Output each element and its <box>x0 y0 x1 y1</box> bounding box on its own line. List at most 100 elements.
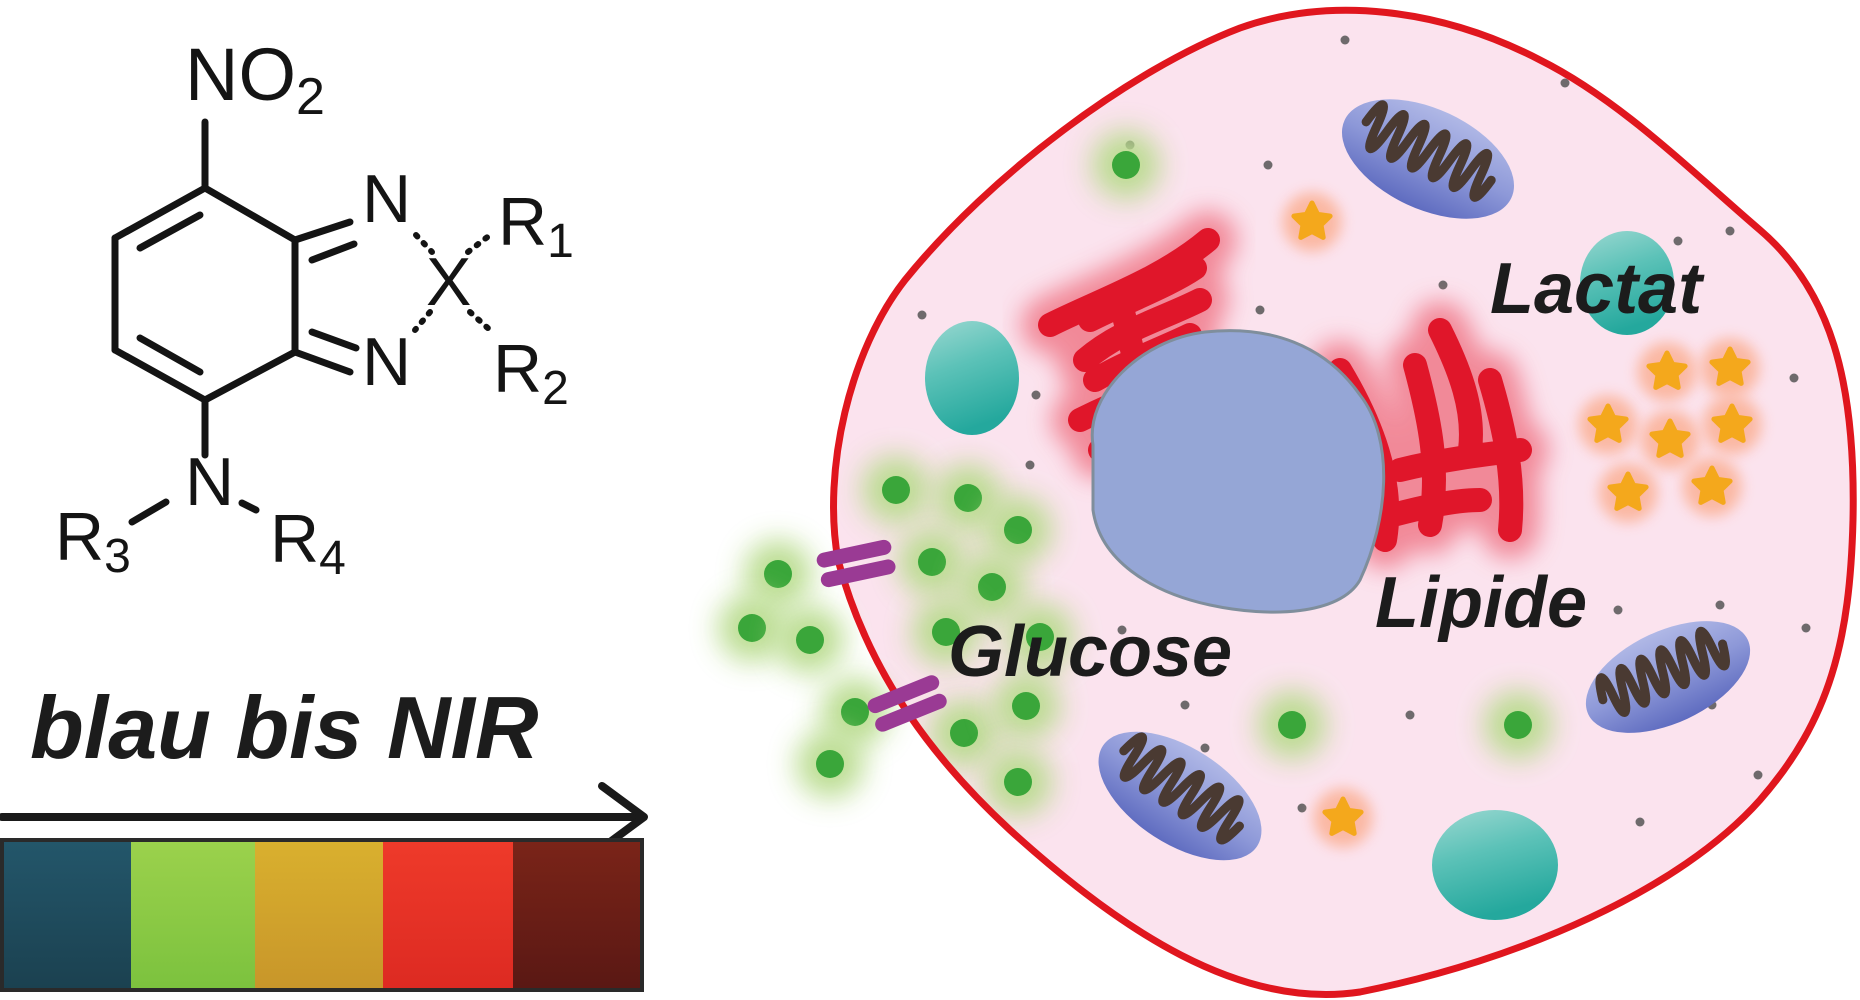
lactate-star <box>1709 346 1751 386</box>
glucose-molecule <box>898 528 966 596</box>
dotted-bond <box>467 309 493 333</box>
glucose-dot <box>796 626 824 654</box>
glucose-dot <box>978 573 1006 601</box>
lactate-molecule <box>1313 788 1373 848</box>
ring-nitrogen-bottom: N <box>362 324 411 400</box>
r3-label: R3 <box>55 499 131 583</box>
lactate-star <box>1646 350 1688 390</box>
cytoplasm-granule <box>1031 390 1041 400</box>
bond <box>238 499 260 514</box>
cytoplasm-granule <box>939 805 949 815</box>
lactate-molecule <box>1598 463 1658 523</box>
cell-membrane <box>830 6 1857 999</box>
lactate-molecule <box>1640 410 1700 470</box>
lactate-star <box>1649 418 1691 458</box>
nbd-fluorophore-structure <box>111 118 493 526</box>
mitochondrion-top <box>1341 99 1515 219</box>
double-bond <box>308 328 360 352</box>
glucose-dot <box>764 560 792 588</box>
glucose-molecule <box>930 699 998 767</box>
lactate-molecule <box>1282 192 1342 252</box>
cytoplasm-granule <box>1560 78 1570 88</box>
glucose-transporter <box>867 675 947 732</box>
lactate-star <box>1711 403 1753 443</box>
nitro-group-label: NO2 <box>185 33 325 126</box>
double-bond-inner <box>136 334 204 376</box>
spectrum-range-label: blau bis NIR <box>30 678 539 777</box>
right-arrow-icon <box>0 782 648 852</box>
glucose-dot <box>816 750 844 778</box>
vesicle <box>925 321 1019 435</box>
lactate-label: Lactat <box>1490 249 1705 329</box>
cytoplasm-granule <box>1789 373 1799 383</box>
cytoplasm-granule <box>1263 160 1273 170</box>
double-bond <box>291 348 354 376</box>
glucose-molecule <box>796 730 864 798</box>
glucose-dot <box>1004 516 1032 544</box>
double-bond <box>308 240 358 264</box>
glucose-molecule <box>934 464 1002 532</box>
double-bond-inner <box>136 211 204 252</box>
lactate-star <box>1691 465 1733 505</box>
glucose-dot <box>882 476 910 504</box>
amine-nitrogen: N <box>185 444 234 520</box>
cytoplasm-granule <box>1753 770 1763 780</box>
cytoplasm-granule <box>1801 623 1811 633</box>
r4-label: R4 <box>270 501 346 585</box>
color-swatch-2 <box>131 842 255 988</box>
cell-illustration: Glucose Lipide Lactat <box>718 6 1857 999</box>
glucose-dot <box>1504 711 1532 739</box>
transporter-subunit <box>875 693 947 732</box>
transporter-subunit <box>867 675 940 714</box>
lipids-label: Lipide <box>1375 563 1587 643</box>
lactate-molecule <box>1700 338 1760 398</box>
lactate-star <box>1587 403 1629 443</box>
lactate-molecule <box>1578 395 1638 455</box>
glucose-molecule <box>1484 691 1552 759</box>
glucose-dot <box>1026 623 1054 651</box>
cytoplasm-granule <box>1340 35 1350 45</box>
extracellular-glucose-cluster <box>718 540 889 798</box>
cytoplasm-granule <box>1025 460 1035 470</box>
glucose-molecule <box>1092 131 1160 199</box>
cytoplasm-granule <box>1673 236 1683 246</box>
cytoplasm-granule <box>1725 226 1735 236</box>
glucose-molecule <box>912 598 980 666</box>
r1-label: R1 <box>498 184 574 268</box>
color-swatch-3 <box>255 842 383 988</box>
glucose-molecule <box>776 606 844 674</box>
cytoplasm-granule <box>1405 710 1415 720</box>
emission-color-bar <box>0 838 644 992</box>
bridge-atom-x: X <box>426 244 471 320</box>
dotted-bond <box>412 309 433 333</box>
cytoplasm-granule <box>917 310 927 320</box>
cytoplasm-granule <box>1117 625 1127 635</box>
dotted-bond <box>413 232 435 255</box>
r2-label: R2 <box>493 331 569 415</box>
double-bond <box>291 218 354 244</box>
bond <box>201 184 299 244</box>
glucose-dot <box>1278 711 1306 739</box>
cytoplasm-granule <box>1030 865 1040 875</box>
cytoplasm-granule <box>1200 743 1210 753</box>
lactate-star <box>1607 471 1649 511</box>
mitochondrion-cristae <box>1361 100 1496 202</box>
mitochondrion-right <box>1585 621 1751 733</box>
glucose-dot <box>738 614 766 642</box>
glucose-dot <box>841 698 869 726</box>
glucose-dot <box>1012 692 1040 720</box>
transporter-subunit <box>816 539 892 568</box>
glucose-dot <box>918 548 946 576</box>
cytoplasm-granule <box>1715 600 1725 610</box>
glucose-dot <box>1112 151 1140 179</box>
cytoplasm-granule <box>1635 817 1645 827</box>
glucose-molecule <box>862 456 930 524</box>
glucose-transporters <box>816 539 947 732</box>
vesicle <box>1432 810 1558 920</box>
glucose-molecule <box>718 594 786 662</box>
lactate-star <box>1291 200 1333 240</box>
cytoplasm-granule <box>1613 605 1623 615</box>
mitochondrion-cristae <box>1595 626 1730 717</box>
lactate-molecule <box>1637 342 1697 402</box>
